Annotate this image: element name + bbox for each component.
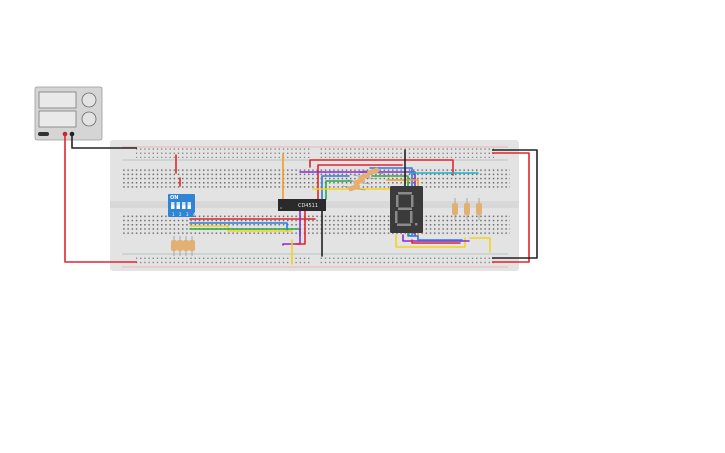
resistor-icon xyxy=(177,236,183,256)
dip-on-label: ON xyxy=(170,195,179,201)
seven-segment-display[interactable] xyxy=(390,186,423,233)
resistor-array-vertical xyxy=(452,198,482,220)
resistor-icon xyxy=(183,236,189,256)
ic-part-label: CD4511 xyxy=(297,203,319,209)
supply-wires xyxy=(64,134,538,263)
resistor-icon xyxy=(171,236,177,256)
resistor-array-pulldown xyxy=(171,236,195,256)
resistor-icon xyxy=(347,177,371,186)
dip-position-labels: 1 2 3 4 xyxy=(172,212,198,217)
resistor-icon xyxy=(464,198,470,220)
dip-switch[interactable] xyxy=(168,194,195,217)
resistor-icon xyxy=(361,167,385,176)
resistor-icon xyxy=(476,198,482,220)
power-supply[interactable] xyxy=(34,86,103,141)
resistor-icon xyxy=(342,183,366,192)
ic-chip[interactable] xyxy=(278,199,326,211)
resistor-icon xyxy=(189,236,195,256)
resistor-array-diagonal xyxy=(342,167,385,192)
resistor-icon xyxy=(452,198,458,220)
